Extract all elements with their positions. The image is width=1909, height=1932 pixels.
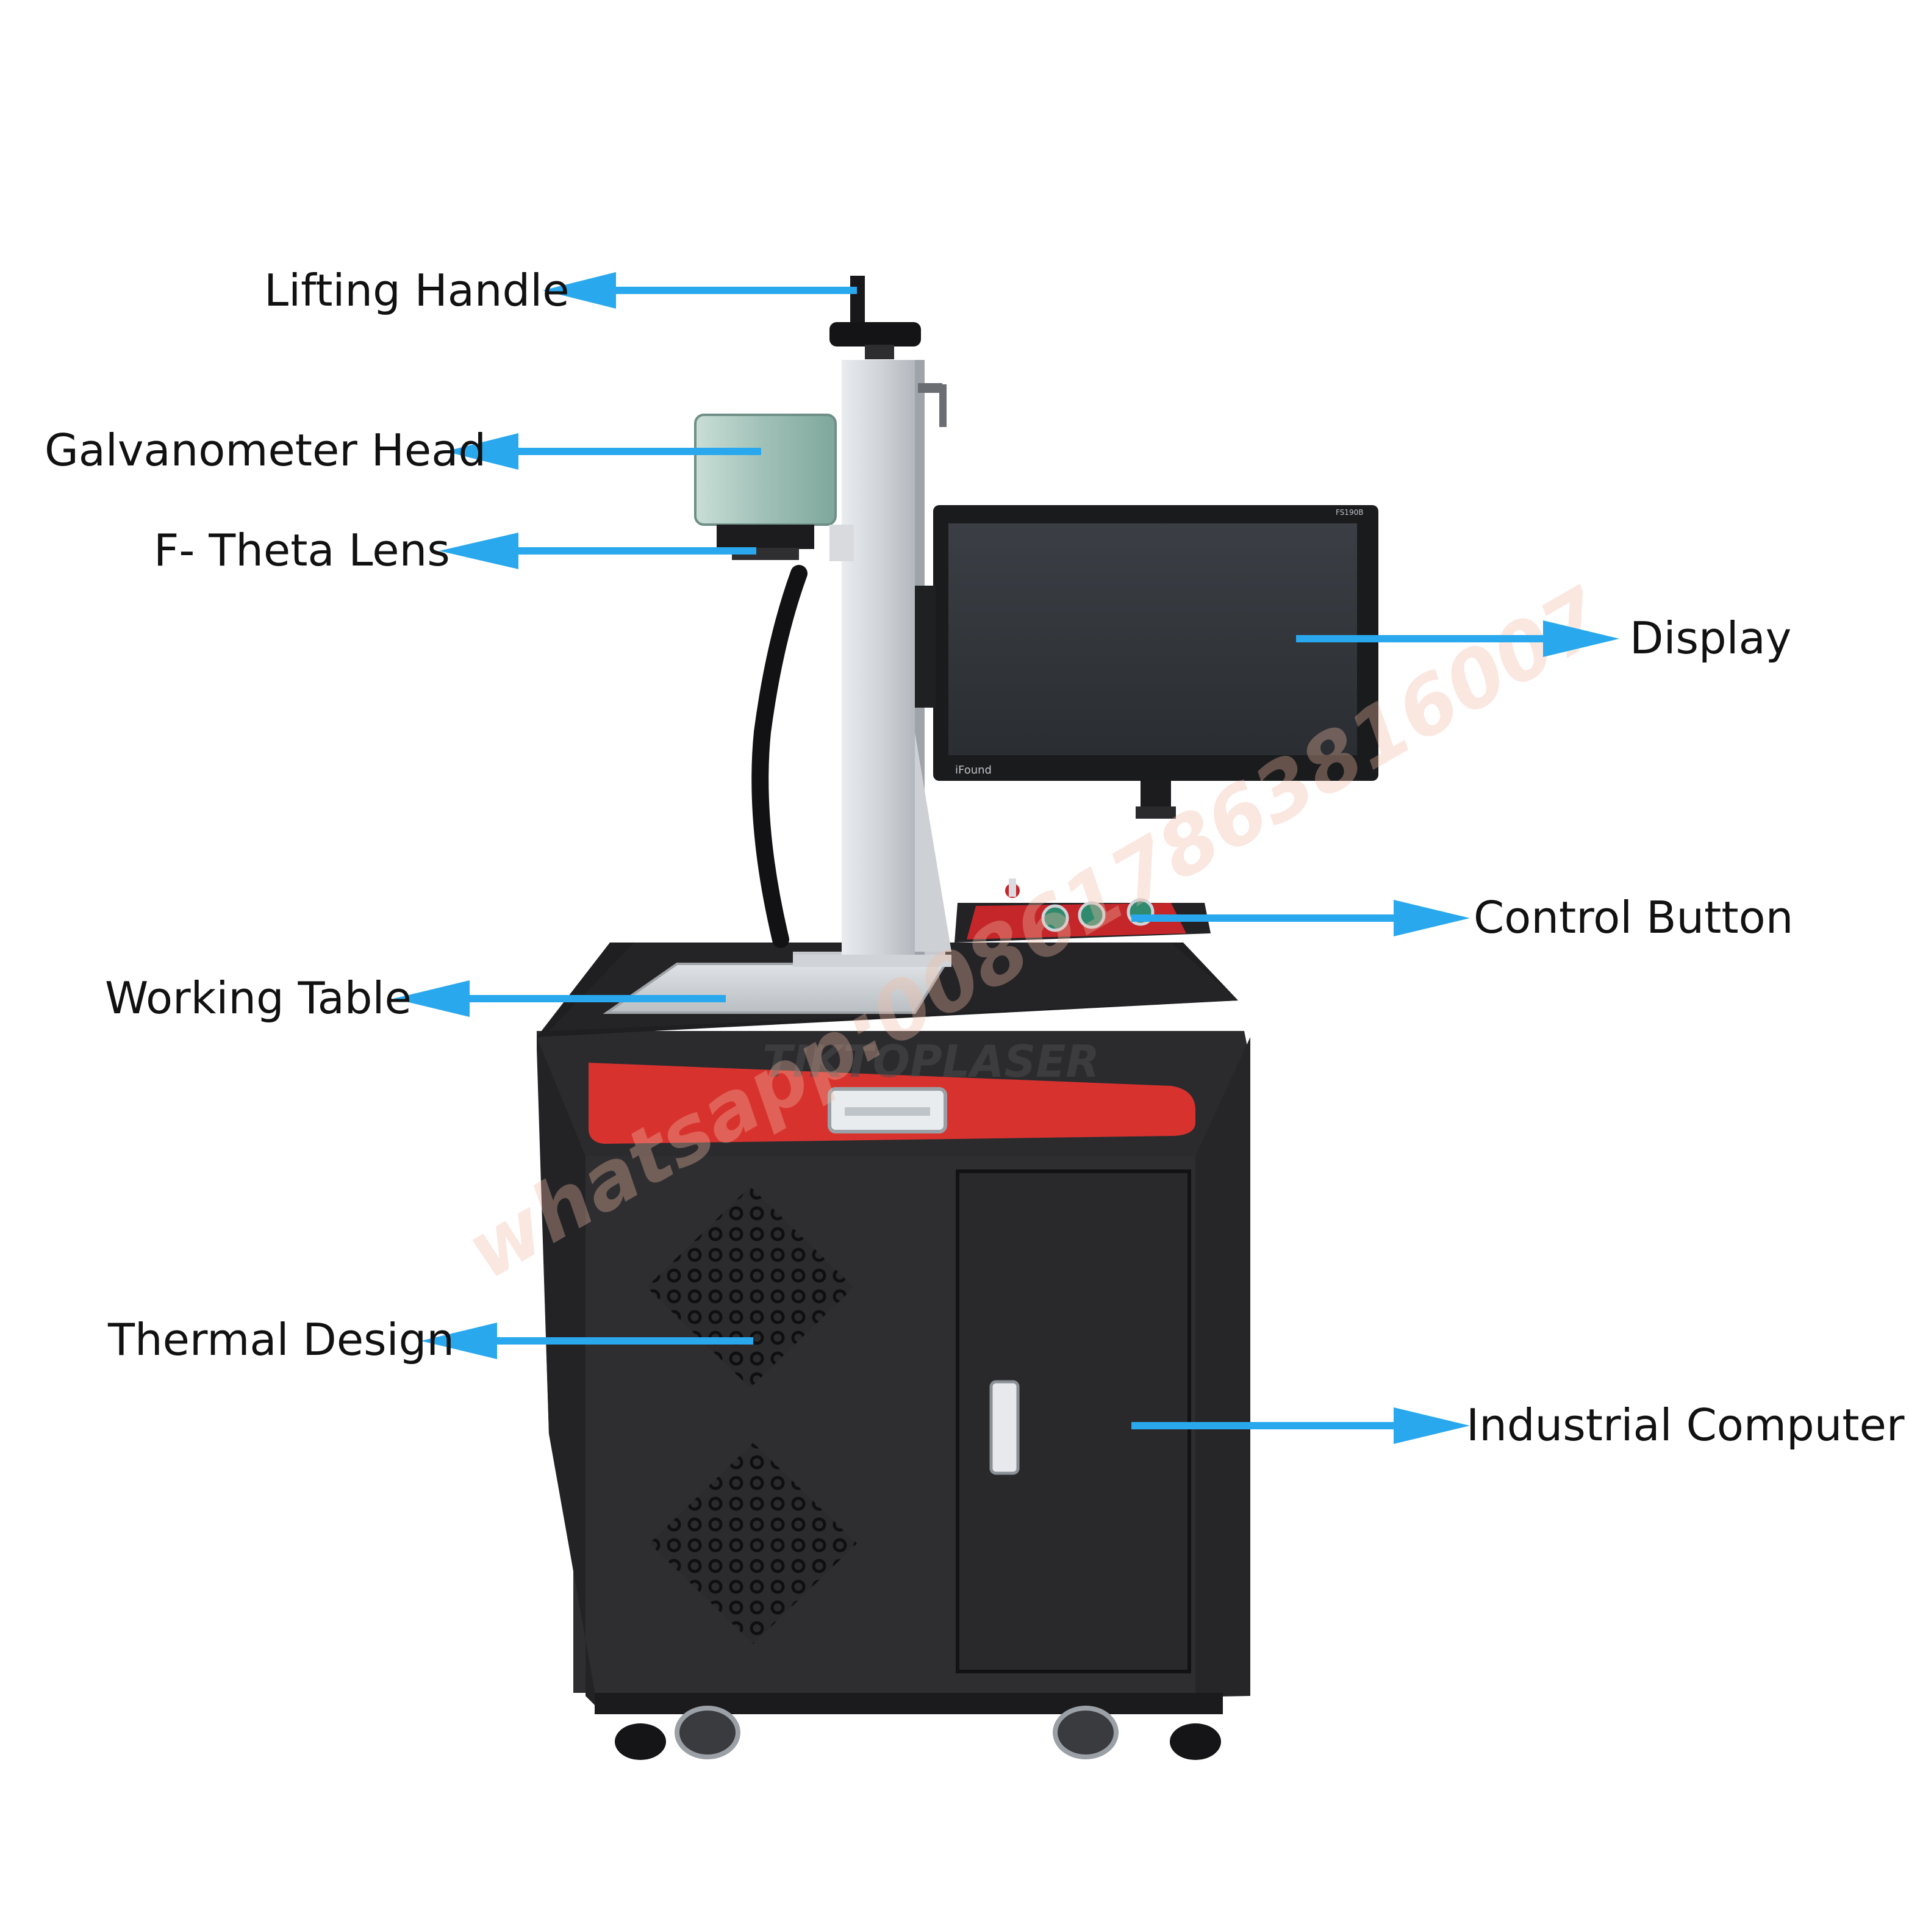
arrowhead-galvanometer-head: [445, 433, 518, 470]
callout-arrows: [393, 272, 1619, 1444]
label-control-button: Control Button: [1474, 892, 1794, 943]
label-f-theta-lens: F- Theta Lens: [154, 525, 450, 576]
fiber-cable: [751, 565, 808, 948]
label-galvanometer-head: Galvanometer Head: [45, 425, 487, 476]
galvanometer-head: [694, 414, 854, 561]
arrowhead-industrial-computer: [1394, 1407, 1470, 1444]
label-working-table: Working Table: [105, 972, 412, 1024]
label-thermal-design: Thermal Design: [108, 1314, 454, 1365]
control-panel: [954, 878, 1211, 943]
arrowhead-f-theta-lens: [439, 533, 518, 569]
monitor: iFound FS190B: [915, 505, 1378, 819]
monitor-brand: iFound: [955, 764, 992, 777]
label-industrial-computer: Industrial Computer: [1466, 1399, 1905, 1451]
arrowhead-display: [1543, 620, 1619, 657]
arrowhead-lifting-handle: [543, 272, 616, 309]
label-lifting-handle: Lifting Handle: [264, 265, 570, 316]
monitor-model: FS190B: [1336, 508, 1363, 517]
arrowhead-working-table: [393, 980, 470, 1017]
cabinet-brand: TIKTOPLASER: [762, 1036, 1100, 1087]
arrowhead-control-button: [1394, 900, 1470, 936]
arrowhead-thermal-design: [421, 1323, 497, 1359]
label-display: Display: [1630, 612, 1792, 664]
